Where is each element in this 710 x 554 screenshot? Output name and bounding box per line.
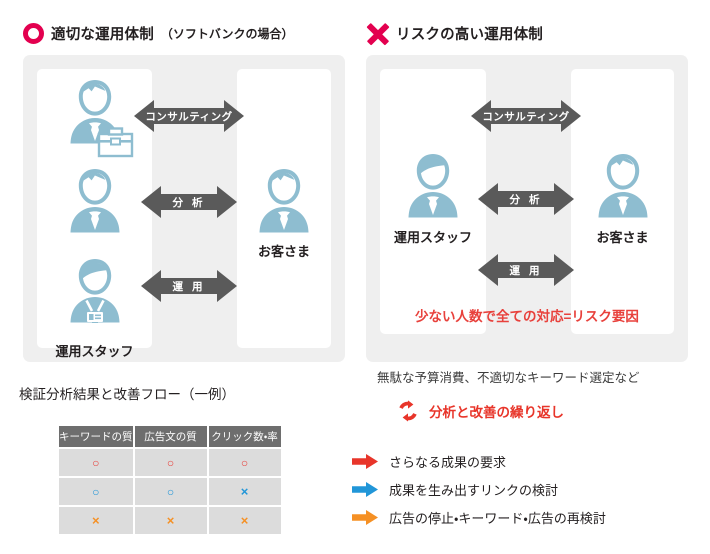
- arrow-right-icon: [352, 510, 378, 525]
- table-col-adtext: 広告文の質: [134, 426, 207, 447]
- table-row: ○ ○ ○: [59, 449, 281, 476]
- briefcase: [97, 127, 134, 158]
- table-row: × × ×: [59, 507, 281, 534]
- person-operator-icon-right: [397, 150, 469, 232]
- legend-text-2: 成果を生み出すリンクの検討: [389, 483, 559, 498]
- person-operator-icon: [59, 255, 131, 337]
- table-header-row: キーワードの質 広告文の質 クリック数・率: [59, 426, 281, 447]
- right-panel-header: リスクの高い運用体制: [366, 22, 543, 45]
- table-cell: ×: [59, 507, 133, 534]
- table-cell: ○: [134, 478, 207, 505]
- table-cell: ×: [134, 507, 207, 534]
- legend-row-1: さらなる成果の要求: [352, 452, 506, 471]
- right-arrow-consulting-label: コンサルティング: [482, 110, 570, 123]
- left-panel-subtitle: （ソフトバンクの場合）: [160, 27, 294, 41]
- mark-circle: ○: [166, 484, 175, 499]
- table-cell: ○: [59, 478, 133, 505]
- risk-note-text: 無駄な予算消費、不適切なキーワード選定など: [377, 371, 640, 385]
- table-col-clicks: クリック数・率: [208, 426, 281, 447]
- table-row: ○ ○ ×: [59, 478, 281, 505]
- cycle-row: 分析と改善の繰り返し: [396, 399, 564, 423]
- person-customer-icon-right: [587, 150, 659, 232]
- arrow-right-icon: [352, 454, 378, 469]
- mark-cross: ×: [240, 483, 249, 499]
- table-col-keyword: キーワードの質: [59, 426, 133, 447]
- cross-x-icon: [366, 22, 389, 45]
- legend-text-1: さらなる成果の要求: [389, 455, 507, 470]
- person-customer-icon-left: [248, 165, 320, 247]
- left-panel-header: 適切な運用体制 （ソフトバンクの場合）: [23, 23, 294, 44]
- left-arrow-consulting: コンサルティング: [134, 97, 244, 135]
- left-arrow-operation-label: 運 用: [172, 280, 206, 293]
- right-panel-title: リスクの高い運用体制: [396, 27, 543, 43]
- left-panel-body: 運用スタッフ お客さま コンサルティング 分 析: [23, 55, 345, 362]
- person-consultant-icon: [56, 74, 134, 159]
- mark-cross: ×: [166, 512, 175, 528]
- right-arrow-operation: 運 用: [478, 251, 574, 289]
- risk-alert-text: 少ない人数で全ての対応=リスク要因: [415, 309, 639, 324]
- legend-text-3: 広告の停止・キーワード・広告の再検討: [389, 511, 606, 526]
- right-arrow-analysis-label: 分 析: [509, 193, 543, 206]
- refresh-cycle-icon: [399, 400, 417, 422]
- arrow-right-icon: [352, 482, 378, 497]
- table-cell: ○: [208, 449, 281, 476]
- bottom-section-title: 検証分析結果と改善フロー（一例）: [19, 387, 235, 402]
- mark-circle: ○: [92, 484, 100, 499]
- legend-row-2: 成果を生み出すリンクの検討: [352, 480, 558, 499]
- left-arrow-consulting-label: コンサルティング: [145, 110, 233, 123]
- left-panel-title: 適切な運用体制: [51, 27, 154, 43]
- right-panel-body: 運用スタッフ お客さま コンサルティング 分 析: [366, 55, 688, 362]
- cycle-label: 分析と改善の繰り返し: [429, 405, 564, 420]
- mark-cross: ×: [240, 512, 249, 528]
- left-customer-label: お客さま: [257, 244, 310, 259]
- right-operator-label: 運用スタッフ: [393, 230, 472, 245]
- left-arrow-operation: 運 用: [141, 267, 237, 305]
- right-arrow-operation-label: 運 用: [509, 264, 543, 277]
- table-cell: ×: [208, 478, 281, 505]
- legend-row-3: 広告の停止・キーワード・広告の再検討: [352, 508, 606, 527]
- circle-o-icon: [23, 23, 44, 44]
- right-customer-label: お客さま: [596, 230, 649, 245]
- table-cell: ○: [59, 449, 133, 476]
- mark-circle: ○: [240, 455, 249, 470]
- person-analyst-icon: [59, 165, 131, 247]
- right-arrow-analysis: 分 析: [478, 180, 574, 218]
- mark-circle: ○: [166, 455, 175, 470]
- table-cell: ○: [134, 449, 207, 476]
- left-operator-label: 運用スタッフ: [55, 344, 134, 359]
- right-arrow-consulting: コンサルティング: [471, 97, 581, 135]
- table-cell: ×: [208, 507, 281, 534]
- mark-cross: ×: [91, 512, 100, 528]
- left-arrow-analysis-label: 分 析: [172, 196, 206, 209]
- mark-circle: ○: [92, 455, 100, 470]
- left-arrow-analysis: 分 析: [141, 183, 237, 221]
- analysis-table: キーワードの質 広告文の質 クリック数・率 ○ ○ ○ ○ ○ × × × ×: [57, 424, 283, 536]
